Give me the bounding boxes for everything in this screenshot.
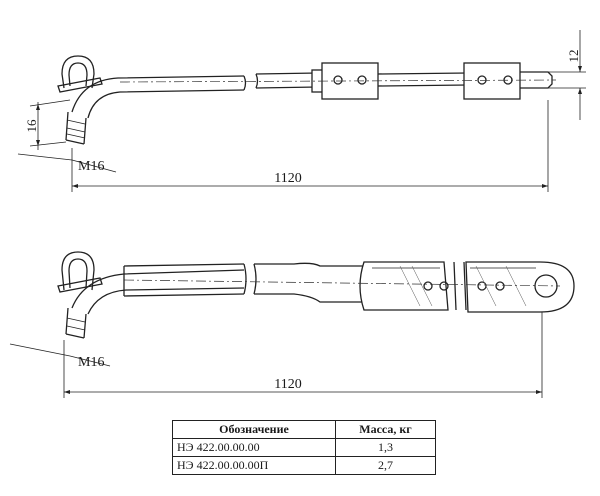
table-header-row: Обозначение Масса, кг [172,420,436,439]
table-row: НЭ 422.00.00.00 1,3 [172,438,436,457]
cell-designation: НЭ 422.00.00.00П [172,456,336,475]
cell-designation: НЭ 422.00.00.00 [172,438,336,457]
dim-length-bottom: 1120 [274,377,301,392]
cell-mass: 2,7 [335,456,436,475]
col-header-mass: Масса, кг [335,420,436,439]
top-u-bolt [61,55,95,89]
bottom-u-bolt [61,251,95,291]
thread-label-bottom: M16 [78,355,104,370]
top-view: 12 16 M16 1120 [17,30,586,192]
bottom-view: M16 1120 [9,251,575,398]
spec-table: Обозначение Масса, кг НЭ 422.00.00.00 1,… [172,420,436,475]
thread-label-top: M16 [78,159,104,174]
dim-length-top: 1120 [274,171,301,186]
col-header-designation: Обозначение [172,420,336,439]
table-row: НЭ 422.00.00.00П 2,7 [172,456,436,475]
top-u-bolt-inner [68,62,88,87]
dim-bend-16: 16 [24,119,39,133]
cell-mass: 1,3 [335,438,436,457]
dim-height-12: 12 [566,50,581,63]
